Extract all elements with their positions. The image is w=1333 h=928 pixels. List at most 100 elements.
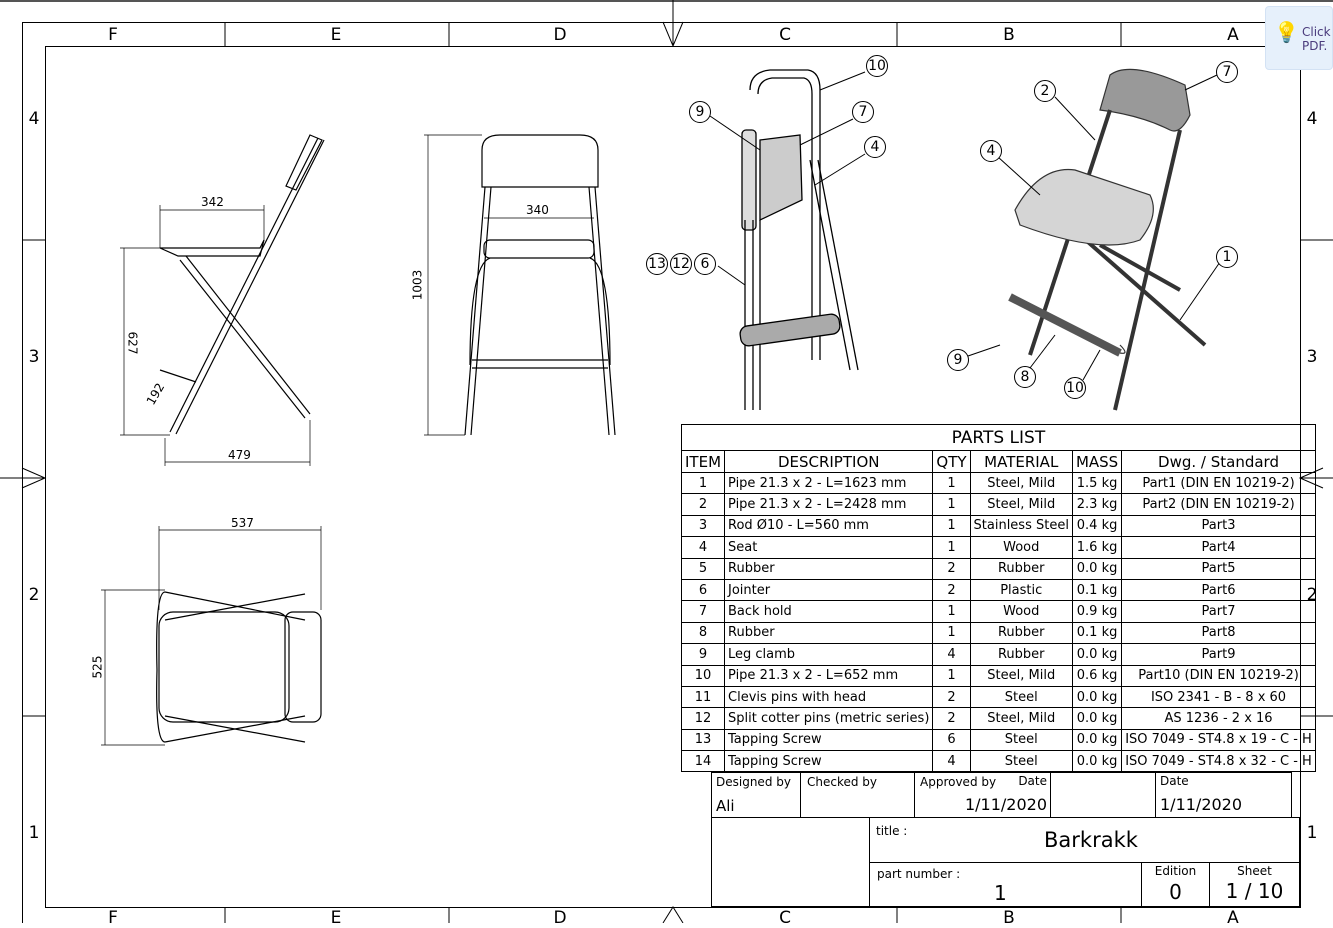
- header-material: MATERIAL: [970, 451, 1072, 473]
- cell-item: 10: [682, 665, 725, 686]
- cell-item: 1: [682, 473, 725, 494]
- balloon-iso-8: 8: [1014, 366, 1036, 388]
- zone-row-2: 2: [24, 585, 44, 605]
- cell-standard: Part6: [1122, 579, 1316, 600]
- dim-seat-depth: 342: [201, 195, 224, 209]
- cell-material: Steel, Mild: [970, 708, 1072, 729]
- cell-qty: 2: [933, 708, 970, 729]
- cell-description: Pipe 21.3 x 2 - L=2428 mm: [725, 494, 933, 515]
- header-standard: Dwg. / Standard: [1122, 451, 1316, 473]
- cell-material: Steel: [970, 751, 1072, 772]
- cell-qty: 2: [933, 558, 970, 579]
- cell-mass: 0.1 kg: [1072, 622, 1121, 643]
- cell-standard: Part2 (DIN EN 10219-2): [1122, 494, 1316, 515]
- cell-mass: 0.1 kg: [1072, 579, 1121, 600]
- zone-row-1-right: 1: [1302, 823, 1322, 843]
- cell-mass: 0.6 kg: [1072, 665, 1121, 686]
- sheet-cell: Sheet 1 / 10: [1209, 862, 1300, 907]
- cell-qty: 6: [933, 729, 970, 750]
- dim-seat-width: 340: [526, 203, 549, 217]
- zone-col-c-bottom: C: [775, 908, 795, 928]
- parts-list-table: PARTS LIST ITEM DESCRIPTION QTY MATERIAL…: [681, 424, 1316, 772]
- dim-total-height: 1003: [410, 270, 424, 301]
- zone-row-3: 3: [24, 347, 44, 367]
- balloon-9: 9: [689, 101, 711, 123]
- cell-description: Rubber: [725, 558, 933, 579]
- cell-item: 3: [682, 515, 725, 536]
- pdf-tooltip[interactable]: 💡 Click PDF.: [1265, 6, 1333, 70]
- cell-material: Steel, Mild: [970, 473, 1072, 494]
- cell-mass: 1.5 kg: [1072, 473, 1121, 494]
- tooltip-line-1: Click: [1302, 25, 1332, 39]
- cell-mass: 0.0 kg: [1072, 729, 1121, 750]
- zone-col-d-bottom: D: [550, 908, 570, 928]
- approved-by-cell: Approved by Date 1/11/2020: [914, 772, 1051, 818]
- cell-qty: 4: [933, 644, 970, 665]
- zone-col-a-bottom: A: [1223, 908, 1243, 928]
- balloon-iso-7: 7: [1216, 61, 1238, 83]
- cell-item: 4: [682, 537, 725, 558]
- cell-mass: 0.0 kg: [1072, 644, 1121, 665]
- sheet-label: Sheet: [1210, 864, 1299, 878]
- balloon-iso-4: 4: [980, 140, 1002, 162]
- title-label: title :: [876, 824, 907, 838]
- designed-by-value: Ali: [716, 797, 735, 815]
- edition-label: Edition: [1142, 864, 1209, 878]
- cell-material: Steel, Mild: [970, 665, 1072, 686]
- approved-date-value: 1/11/2020: [965, 795, 1047, 814]
- cell-material: Wood: [970, 537, 1072, 558]
- checked-by-cell: Checked by: [800, 772, 915, 818]
- cell-mass: 0.0 kg: [1072, 558, 1121, 579]
- cell-material: Rubber: [970, 558, 1072, 579]
- cell-standard: AS 1236 - 2 x 16: [1122, 708, 1316, 729]
- cell-qty: 1: [933, 601, 970, 622]
- cell-material: Steel: [970, 686, 1072, 707]
- cell-item: 11: [682, 686, 725, 707]
- cell-standard: Part10 (DIN EN 10219-2): [1122, 665, 1316, 686]
- cell-standard: ISO 2341 - B - 8 x 60: [1122, 686, 1316, 707]
- side-view: [100, 120, 330, 470]
- cell-description: Rod Ø10 - L=560 mm: [725, 515, 933, 536]
- cell-mass: 2.3 kg: [1072, 494, 1121, 515]
- approved-date-label: Date: [1018, 774, 1047, 788]
- cell-item: 7: [682, 601, 725, 622]
- balloon-6: 6: [694, 253, 716, 275]
- blank-cell: [1050, 772, 1156, 818]
- cell-material: Rubber: [970, 644, 1072, 665]
- cell-item: 13: [682, 729, 725, 750]
- cell-description: Tapping Screw: [725, 729, 933, 750]
- cell-item: 12: [682, 708, 725, 729]
- cell-material: Steel, Mild: [970, 494, 1072, 515]
- top-view: [95, 520, 335, 760]
- cell-standard: ISO 7049 - ST4.8 x 32 - C - H: [1122, 751, 1316, 772]
- drawing-title: Barkrakk: [1044, 828, 1138, 852]
- zone-row-4: 4: [24, 109, 44, 129]
- cell-qty: 1: [933, 622, 970, 643]
- cell-item: 2: [682, 494, 725, 515]
- cell-qty: 1: [933, 494, 970, 515]
- date-label: Date: [1160, 774, 1189, 788]
- header-item: ITEM: [682, 451, 725, 473]
- cell-material: Wood: [970, 601, 1072, 622]
- date-cell: Date 1/11/2020: [1155, 772, 1292, 818]
- cell-description: Rubber: [725, 622, 933, 643]
- front-view: [410, 125, 630, 445]
- cell-mass: 0.4 kg: [1072, 515, 1121, 536]
- part-number-value: 1: [994, 881, 1007, 905]
- cell-description: Back hold: [725, 601, 933, 622]
- cell-standard: ISO 7049 - ST4.8 x 19 - C - H: [1122, 729, 1316, 750]
- zone-row-1: 1: [24, 823, 44, 843]
- cell-mass: 0.0 kg: [1072, 708, 1121, 729]
- lightbulb-icon: 💡: [1274, 25, 1299, 39]
- title-cell: title : Barkrakk: [869, 817, 1300, 863]
